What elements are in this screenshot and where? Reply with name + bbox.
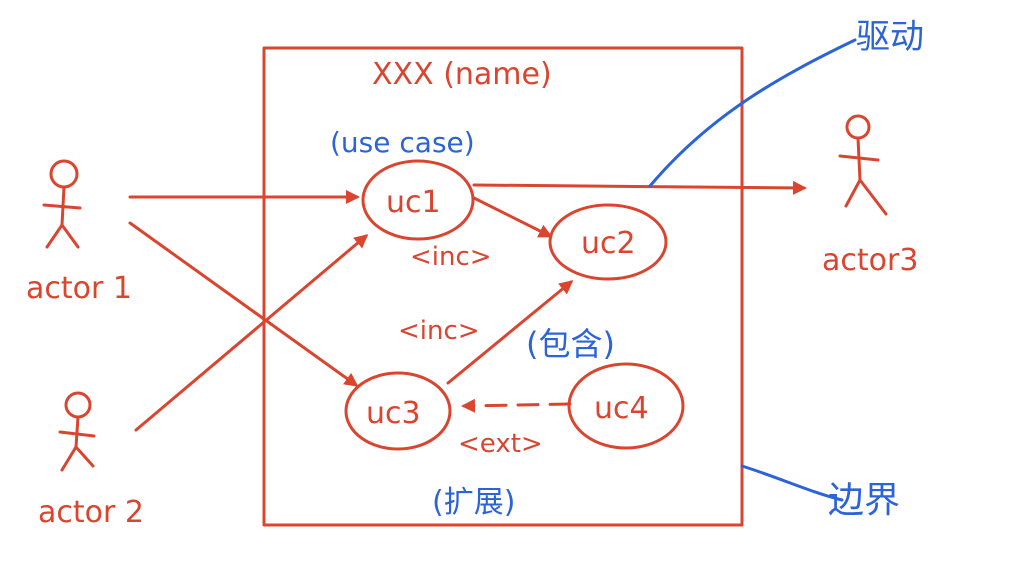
include-label-1: <inc> xyxy=(410,242,492,272)
system-boundary xyxy=(262,46,744,527)
actor-3-label: actor3 xyxy=(822,243,918,278)
extend-arrow-uc4-uc3 xyxy=(461,398,572,413)
actor-1-label: actor 1 xyxy=(26,271,132,306)
uc2-ellipse xyxy=(548,203,668,281)
use-case-note: (use case) xyxy=(330,126,475,159)
actor-1-figure xyxy=(42,159,82,249)
boundary-pointer-line xyxy=(740,464,844,502)
actor-3-figure xyxy=(838,114,888,216)
uc4-label: uc4 xyxy=(594,391,649,426)
include-note-cn: (包含) xyxy=(526,325,615,363)
system-title: XXX (name) xyxy=(372,57,552,92)
extend-note-cn: (扩展) xyxy=(432,485,515,520)
actor-2-label: actor 2 xyxy=(38,495,144,530)
extend-label: <ext> xyxy=(458,429,543,459)
include-label-2: <inc> xyxy=(398,316,480,346)
uc1-label: uc1 xyxy=(386,185,441,220)
arrow-actor1-uc3 xyxy=(128,221,359,387)
uc4-ellipse xyxy=(567,362,685,450)
uc3-label: uc3 xyxy=(366,396,421,431)
actor-2-figure xyxy=(58,391,96,472)
arrow-actor2-uc1 xyxy=(134,234,369,432)
include-arrow-uc1-uc2 xyxy=(472,196,553,238)
drive-note-cn: 驱动 xyxy=(856,17,924,57)
drive-pointer-line xyxy=(648,38,857,188)
boundary-note-cn: 边界 xyxy=(828,480,900,521)
uc2-label: uc2 xyxy=(581,226,636,261)
uc3-ellipse xyxy=(344,371,452,451)
include-arrow-uc3-uc2 xyxy=(446,280,574,385)
uc1-ellipse xyxy=(361,159,475,241)
arrow-uc1-actor3 xyxy=(472,180,807,195)
